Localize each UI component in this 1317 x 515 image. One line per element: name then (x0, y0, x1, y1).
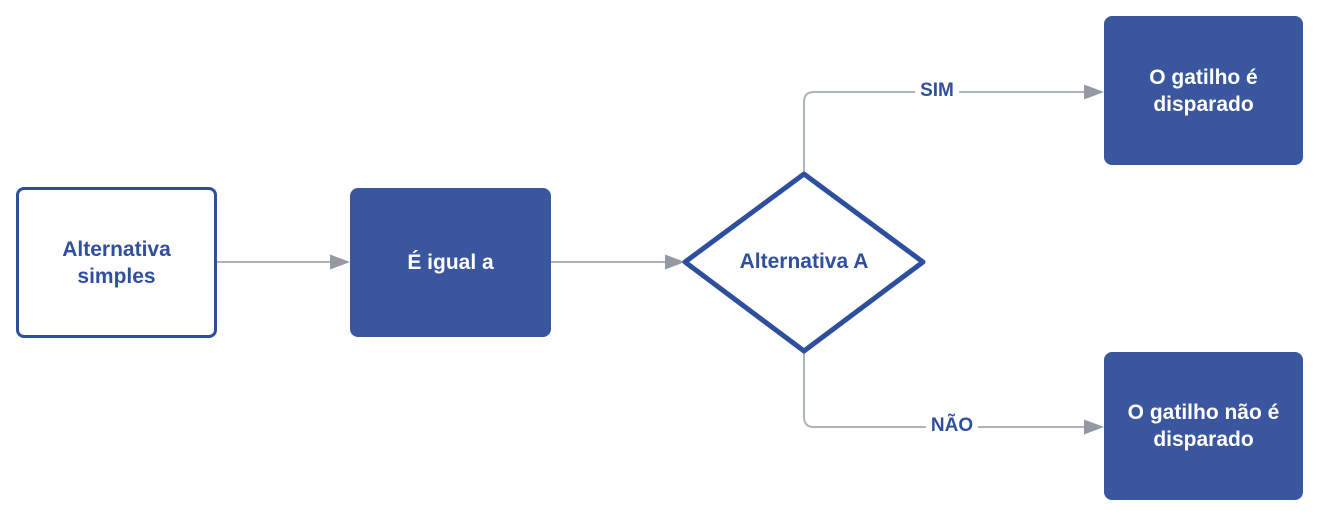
arrowhead-start-to-condition (330, 254, 350, 270)
node-decision-label: Alternativa A (739, 250, 869, 273)
arrowhead-condition-to-decision (665, 254, 685, 270)
node-condition-label: É igual a (407, 251, 494, 274)
node-start[interactable]: Alternativa simples (16, 187, 217, 338)
edge-label-nao[interactable]: NÃO (925, 415, 979, 437)
node-triggered[interactable]: O gatilho é disparado (1104, 16, 1303, 165)
connector-decision-yes[interactable] (803, 91, 1085, 174)
arrowhead-decision-yes (1084, 84, 1104, 100)
node-start-label: Alternativa simples (62, 237, 171, 288)
arrowhead-decision-no (1084, 419, 1104, 435)
node-not-triggered-label: O gatilho não é disparado (1127, 401, 1280, 451)
decision-diamond-shape[interactable] (682, 171, 926, 354)
connector-decision-no[interactable] (803, 351, 1085, 428)
node-condition[interactable]: É igual a (350, 188, 551, 337)
edge-label-sim[interactable]: SIM (915, 80, 959, 102)
node-triggered-label: O gatilho é disparado (1149, 65, 1258, 116)
node-not-triggered[interactable]: O gatilho não é disparado (1104, 352, 1303, 500)
